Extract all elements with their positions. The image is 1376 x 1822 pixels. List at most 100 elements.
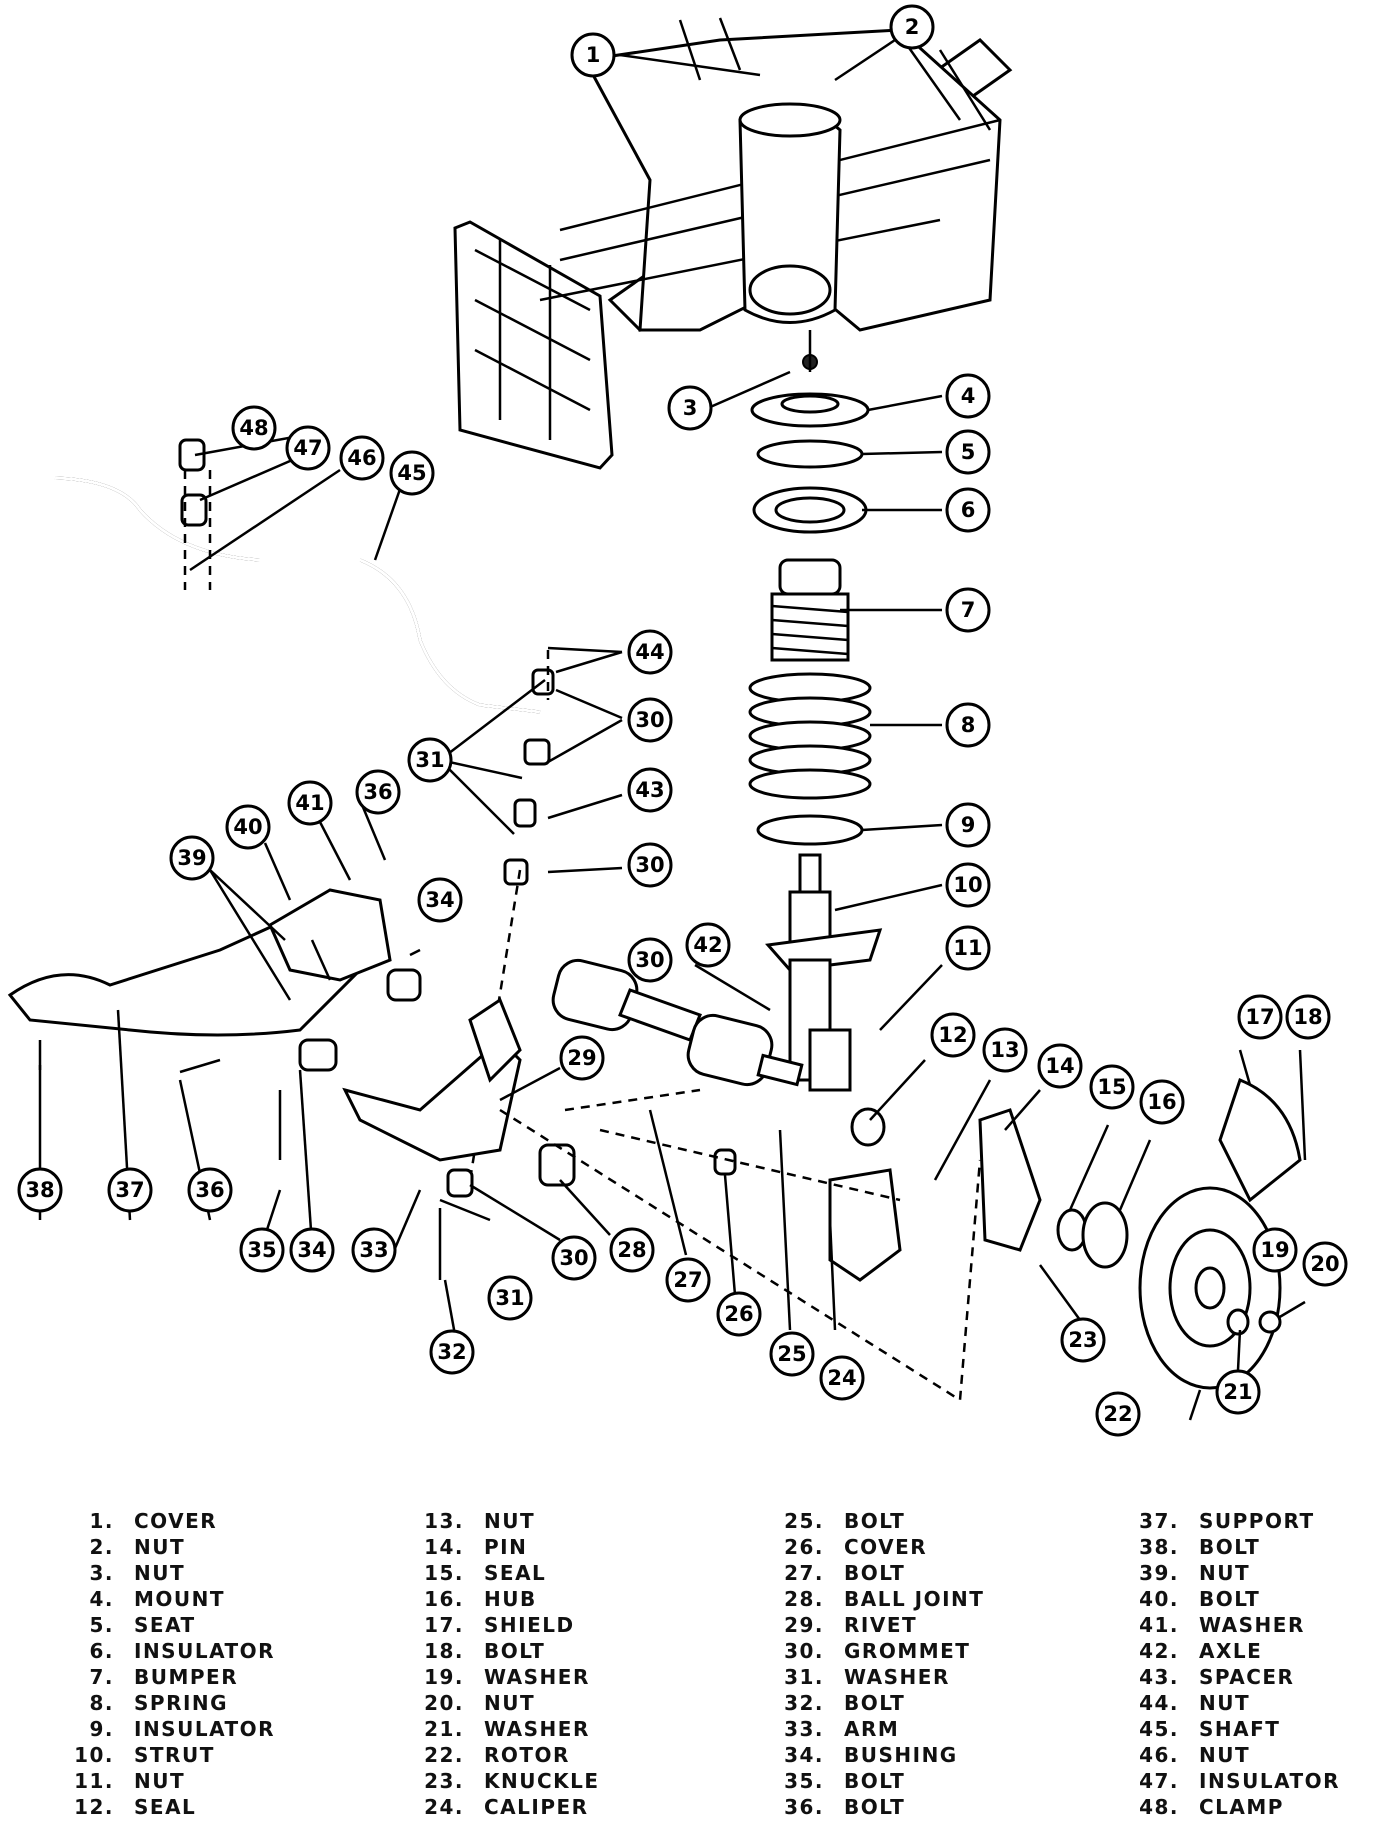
callout-circle [487, 1275, 533, 1321]
callout-number: 48 [239, 416, 268, 440]
legend-item-number: 45. [1139, 1717, 1179, 1741]
callout-number: 30 [635, 708, 664, 732]
legend-item: 24.CALIPER [420, 1794, 600, 1820]
callout-circle [389, 450, 435, 496]
legend-item-number: 7. [89, 1665, 114, 1689]
callout-22: 22 [1095, 1391, 1141, 1437]
callout-number: 26 [724, 1302, 753, 1326]
callout-number: 16 [1147, 1090, 1176, 1114]
legend-item: 10.STRUT [70, 1742, 275, 1768]
callout-number: 43 [635, 778, 664, 802]
callout-number: 30 [635, 948, 664, 972]
callout-46: 46 [339, 435, 385, 481]
legend-item: 40.BOLT [1135, 1586, 1340, 1612]
legend-item-label: BUMPER [134, 1665, 239, 1689]
legend-item: 39.NUT [1135, 1560, 1340, 1586]
callout-47: 47 [285, 425, 331, 471]
legend-item-number: 29. [784, 1613, 824, 1637]
control-arm-illustration [7, 888, 576, 1280]
callout-circle [559, 1035, 605, 1081]
callout-number: 33 [359, 1238, 388, 1262]
legend-item-number: 10. [74, 1743, 114, 1767]
drive-axle-illustration [551, 958, 886, 1147]
legend-item-number: 18. [424, 1639, 464, 1663]
callout-circle [429, 1329, 475, 1375]
callout-number: 29 [567, 1046, 596, 1070]
callout-circle [665, 1257, 711, 1303]
callout-number: 30 [559, 1246, 588, 1270]
legend-item-label: CLAMP [1199, 1795, 1284, 1819]
callout-circle [627, 767, 673, 813]
callout-circle [1302, 1241, 1348, 1287]
legend-item-number: 35. [784, 1769, 824, 1793]
callout-12: 12 [930, 1012, 976, 1058]
callout-number: 34 [425, 888, 454, 912]
legend-item: 29.RIVET [780, 1612, 984, 1638]
legend-item-label: BOLT [844, 1795, 906, 1819]
legend-item-number: 2. [89, 1535, 114, 1559]
legend-item-number: 14. [424, 1535, 464, 1559]
callout-number: 32 [437, 1340, 466, 1364]
callout-circle [609, 1227, 655, 1273]
callout-21: 21 [1215, 1369, 1261, 1415]
legend-item-number: 28. [784, 1587, 824, 1611]
callout-45: 45 [389, 450, 435, 496]
legend-item-number: 15. [424, 1561, 464, 1585]
callout-9: 9 [945, 802, 991, 848]
callout-44: 44 [627, 629, 673, 675]
callout-number: 47 [293, 436, 322, 460]
callout-number: 34 [297, 1238, 326, 1262]
callout-number: 22 [1103, 1402, 1132, 1426]
callout-35: 35 [239, 1227, 285, 1273]
callout-16: 16 [1139, 1079, 1185, 1125]
legend-item: 22.ROTOR [420, 1742, 600, 1768]
legend-item-label: SEAL [484, 1561, 547, 1585]
legend-item-label: GROMMET [844, 1639, 971, 1663]
legend-item-number: 26. [784, 1535, 824, 1559]
legend-item: 42.AXLE [1135, 1638, 1340, 1664]
callout-number: 31 [495, 1286, 524, 1310]
legend-item-label: COVER [134, 1509, 218, 1533]
callout-25: 25 [769, 1331, 815, 1377]
callout-31: 31 [487, 1275, 533, 1321]
callout-circle [417, 877, 463, 923]
callout-4: 4 [945, 373, 991, 419]
legend-item-label: SPRING [134, 1691, 229, 1715]
legend-item-number: 47. [1139, 1769, 1179, 1793]
callout-42: 42 [685, 922, 731, 968]
callout-number: 25 [777, 1342, 806, 1366]
legend-item: 36. BOLT [780, 1794, 984, 1820]
callout-24: 24 [819, 1355, 865, 1401]
legend-item: 15. SEAL [420, 1560, 600, 1586]
callout-circle [685, 922, 731, 968]
callout-circle [351, 1227, 397, 1273]
legend-item: 5.SEAT [70, 1612, 275, 1638]
legend-item-number: 4. [89, 1587, 114, 1611]
callout-number: 40 [233, 815, 262, 839]
callout-number: 46 [347, 446, 376, 470]
callout-circle [239, 1227, 285, 1273]
callout-number: 5 [961, 440, 976, 464]
callout-38: 38 [17, 1167, 63, 1213]
legend-item-number: 30. [784, 1639, 824, 1663]
legend-item-label: BOLT [1199, 1587, 1261, 1611]
callout-circle [945, 702, 991, 748]
callout-number: 4 [961, 384, 976, 408]
callout-48: 48 [231, 405, 277, 451]
callout-6: 6 [945, 487, 991, 533]
legend-item-label: SEAL [134, 1795, 197, 1819]
legend-item-number: 11. [74, 1769, 114, 1793]
legend-item-label: NUT [134, 1535, 186, 1559]
legend-item: 16.HUB [420, 1586, 600, 1612]
callout-number: 38 [25, 1178, 54, 1202]
callout-number: 31 [415, 748, 444, 772]
legend-item-number: 36. [784, 1795, 824, 1819]
legend-item: 32.BOLT [780, 1690, 984, 1716]
callout-17: 17 [1237, 994, 1283, 1040]
legend-item: 21.WASHER [420, 1716, 600, 1742]
callout-33: 33 [351, 1227, 397, 1273]
callout-number: 13 [990, 1038, 1019, 1062]
legend-item-label: BALL JOINT [844, 1587, 985, 1611]
callout-circle [1037, 1043, 1083, 1089]
